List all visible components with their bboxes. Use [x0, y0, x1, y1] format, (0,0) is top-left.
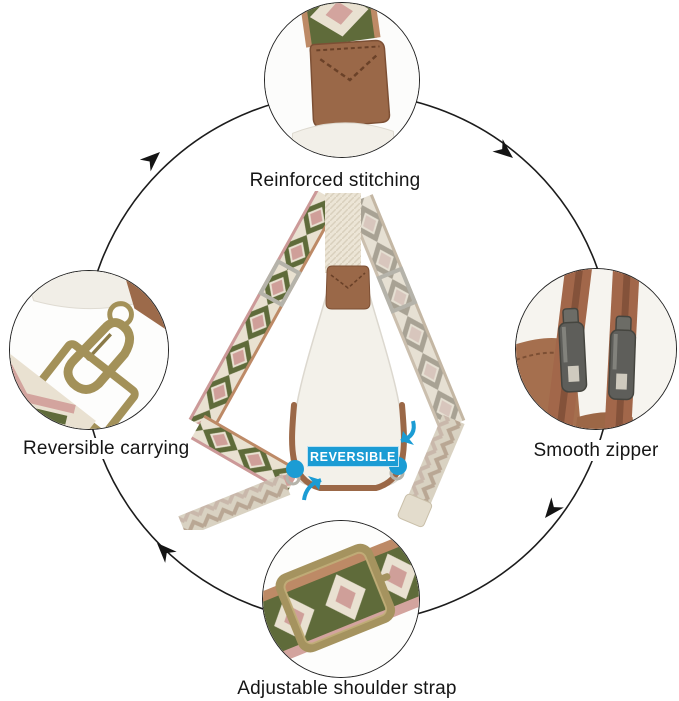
- clockwise-arrow-icon: [139, 139, 564, 563]
- adjuster-photo: [263, 521, 419, 677]
- clasp-photo: [10, 271, 168, 429]
- strap-slider-icon: [258, 258, 302, 308]
- strap-tail-right: [397, 414, 465, 528]
- feature-label-bottom: Adjustable shoulder strap: [198, 678, 496, 699]
- zipper-pull-icon: [608, 315, 637, 401]
- shoulder-strap-left-lower: [190, 414, 301, 495]
- feature-label-left: Reversible carrying: [21, 438, 190, 459]
- reversible-badge: REVERSIBLE: [307, 446, 399, 467]
- zipper-photo-callout: [515, 268, 677, 430]
- feature-label-top: Reinforced stitching: [233, 170, 437, 191]
- feature-label-right: Smooth zipper: [528, 440, 664, 461]
- center-webbing-strap: [325, 193, 361, 273]
- adjuster-photo-callout: [262, 520, 420, 678]
- slide-buckle-icon: [275, 543, 396, 653]
- strap-slider-icon: [376, 266, 418, 314]
- curved-blue-arrow-head: [308, 431, 414, 490]
- stitching-photo-callout: [264, 2, 420, 158]
- stitching-photo: [265, 3, 419, 157]
- attachment-dot-left: [286, 460, 304, 478]
- carrying-photo-callout: [9, 270, 169, 430]
- zipper-pull-icon: [558, 307, 588, 393]
- zipper-photo: [516, 269, 676, 429]
- shoulder-strap-left: [188, 189, 341, 433]
- sling-bag-photo: [178, 189, 466, 530]
- shoulder-strap-right: [346, 194, 466, 431]
- strap-tail-left: [178, 474, 291, 530]
- stitching-detail: [330, 272, 366, 290]
